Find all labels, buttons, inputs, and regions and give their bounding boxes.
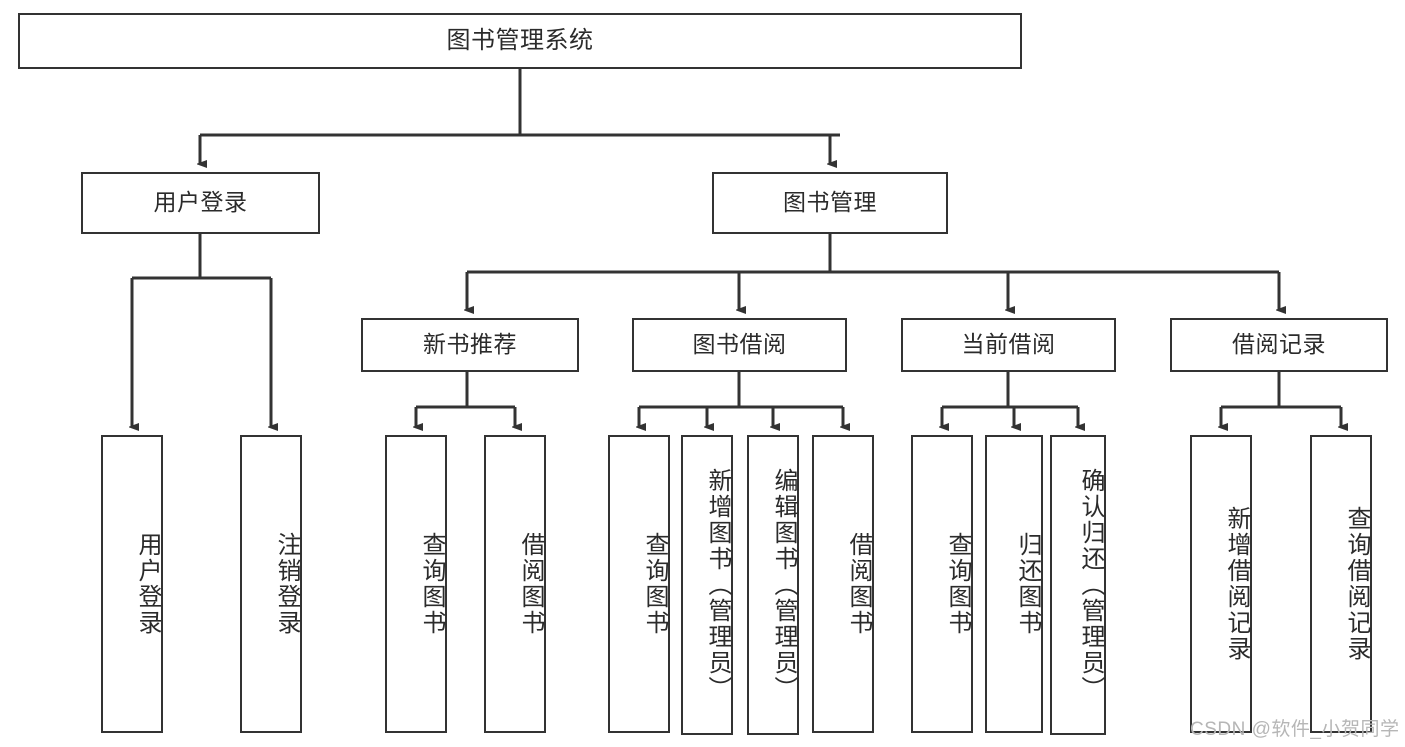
node-label: 查询借阅记录 <box>1343 506 1370 662</box>
leaf-query-book-newbook[interactable]: 查询图书 <box>385 435 447 733</box>
node-label: 借阅图书 <box>517 532 544 636</box>
node-label: 新增借阅记录 <box>1223 506 1250 662</box>
leaf-query-book-borrow[interactable]: 查询图书 <box>608 435 670 733</box>
node-label: 借阅记录 <box>1232 331 1326 358</box>
node-label: 归还图书 <box>1014 532 1041 636</box>
node-label: 用户登录 <box>153 189 248 216</box>
leaf-user-login[interactable]: 用户登录 <box>101 435 163 733</box>
node-label: 用户登录 <box>134 532 161 636</box>
node-label: 编辑图书（管理员） <box>770 468 797 702</box>
node-label: 图书管理系统 <box>446 26 594 54</box>
leaf-add-borrow-record[interactable]: 新增借阅记录 <box>1190 435 1252 733</box>
node-borrow-record[interactable]: 借阅记录 <box>1170 318 1388 372</box>
node-root-system[interactable]: 图书管理系统 <box>18 13 1022 69</box>
node-user-login[interactable]: 用户登录 <box>81 172 320 234</box>
node-new-book-recommend[interactable]: 新书推荐 <box>361 318 579 372</box>
node-label: 注销登录 <box>273 532 300 636</box>
node-label: 确认归还（管理员） <box>1077 468 1104 702</box>
leaf-lend-book[interactable]: 借阅图书 <box>812 435 874 733</box>
node-label: 图书借阅 <box>692 331 787 358</box>
node-book-management[interactable]: 图书管理 <box>712 172 948 234</box>
leaf-logout-login[interactable]: 注销登录 <box>240 435 302 733</box>
leaf-confirm-return-admin[interactable]: 确认归还（管理员） <box>1050 435 1106 735</box>
node-label: 借阅图书 <box>845 532 872 636</box>
node-book-borrow[interactable]: 图书借阅 <box>632 318 847 372</box>
csdn-watermark: CSDN @软件_小贺同学 <box>1190 719 1400 740</box>
leaf-query-borrow-record[interactable]: 查询借阅记录 <box>1310 435 1372 733</box>
node-current-borrow[interactable]: 当前借阅 <box>901 318 1116 372</box>
node-label: 查询图书 <box>641 532 668 636</box>
leaf-return-book[interactable]: 归还图书 <box>985 435 1043 733</box>
node-label: 新书推荐 <box>423 331 517 358</box>
node-label: 当前借阅 <box>961 331 1056 358</box>
leaf-borrow-book-newbook[interactable]: 借阅图书 <box>484 435 546 733</box>
leaf-add-book-admin[interactable]: 新增图书（管理员） <box>681 435 733 735</box>
node-label: 图书管理 <box>783 189 877 216</box>
node-label: 新增图书（管理员） <box>704 468 731 702</box>
node-label: 查询图书 <box>944 532 971 636</box>
leaf-edit-book-admin[interactable]: 编辑图书（管理员） <box>747 435 799 735</box>
node-label: 查询图书 <box>418 532 445 636</box>
leaf-query-book-current[interactable]: 查询图书 <box>911 435 973 733</box>
